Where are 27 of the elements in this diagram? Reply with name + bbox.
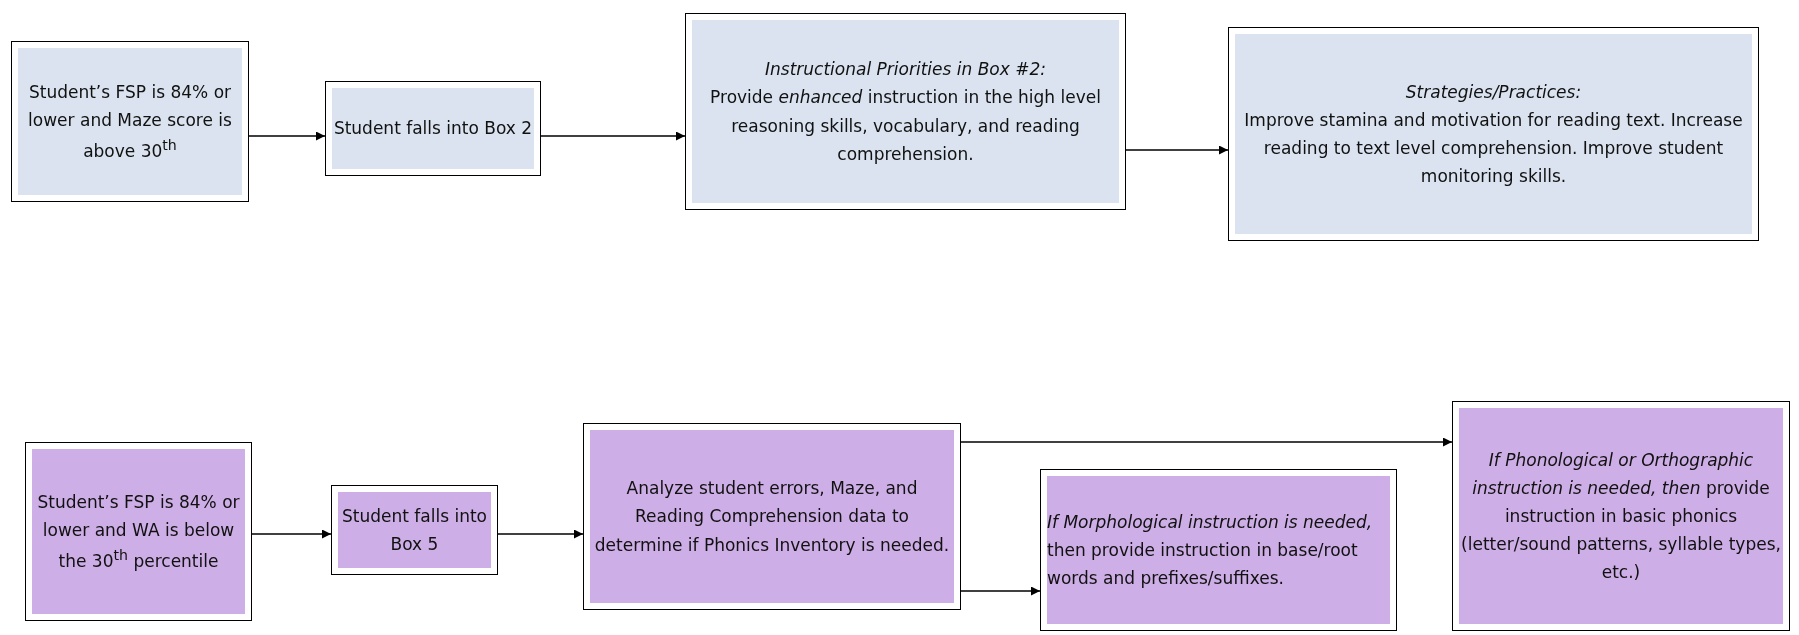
box-text: Student’s FSP is 84% or lower and Maze score is above 30$^{th}$ [27,81,233,163]
process-box [11,41,249,202]
process-box [685,13,1126,210]
box-text: Provide enhanced instruction in the high level reasoning skills, vocabulary, and reading comprehension. [709,86,1102,166]
box-text: Student falls into Box 5 [341,504,488,556]
arrow [497,529,584,539]
process-box [331,485,498,575]
arrow [251,529,332,539]
process-box [583,423,961,610]
box-text: Analyze student errors, Maze, and Reading Comprehension data to determine if Phonics Inventory is needed. [593,477,951,557]
process-box [1452,401,1790,631]
box-heading: Strategies/Practices: [1404,80,1583,104]
box-text: Improve stamina and motivation for reading text. Increase reading to text level comprehension. Improve student monitoring skills. [1243,108,1744,189]
box-text: Student falls into Box 2 [332,117,534,141]
box-text: If Morphological instruction is needed, then provide instruction in base/root words and prefixes/suffixes. [1047,510,1374,590]
box-text: If Phonological or Orthographic instruction is needed, then provide instruction in basic phonics (letter/sound patterns, syllable types, etc.) [1460,448,1782,585]
box-heading: Instructional Priorities in Box #2: [764,58,1047,82]
box-text: Student’s FSP is 84% or lower and WA is below the 30$^{th}$ percentile [36,491,241,573]
process-box [1040,469,1397,631]
arrow [960,586,1041,596]
process-box [325,81,541,176]
arrow [1125,145,1229,155]
process-box [1228,27,1759,241]
arrow [960,437,1453,447]
arrow [540,131,686,141]
arrow [248,131,326,141]
process-box [25,442,252,621]
